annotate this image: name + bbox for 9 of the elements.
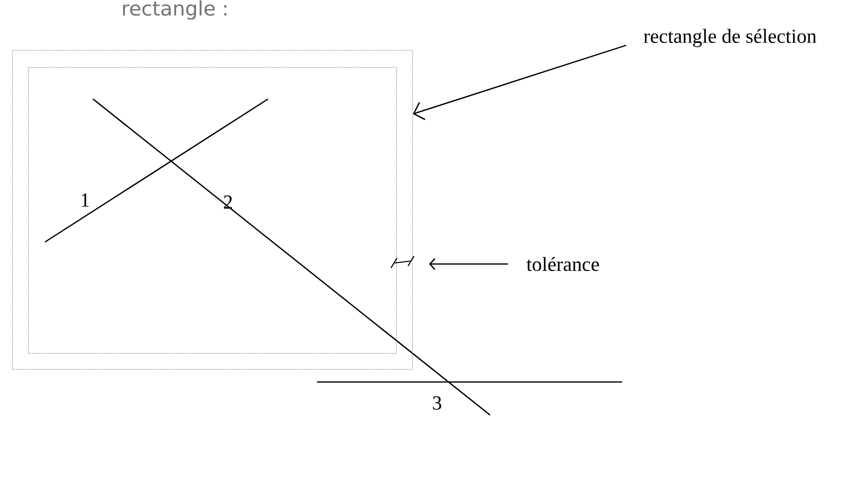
callout-text: rectangle de sélection <box>644 28 816 48</box>
line-number: 3 <box>432 396 442 410</box>
arrow <box>429 258 508 270</box>
heading-text: rectangle : <box>123 0 226 20</box>
inner-rectangle <box>28 67 397 354</box>
line-number: 1 <box>82 193 89 207</box>
arrow <box>412 44 626 120</box>
selection-rectangle <box>12 50 413 370</box>
callout-text: tolérance <box>526 256 599 272</box>
